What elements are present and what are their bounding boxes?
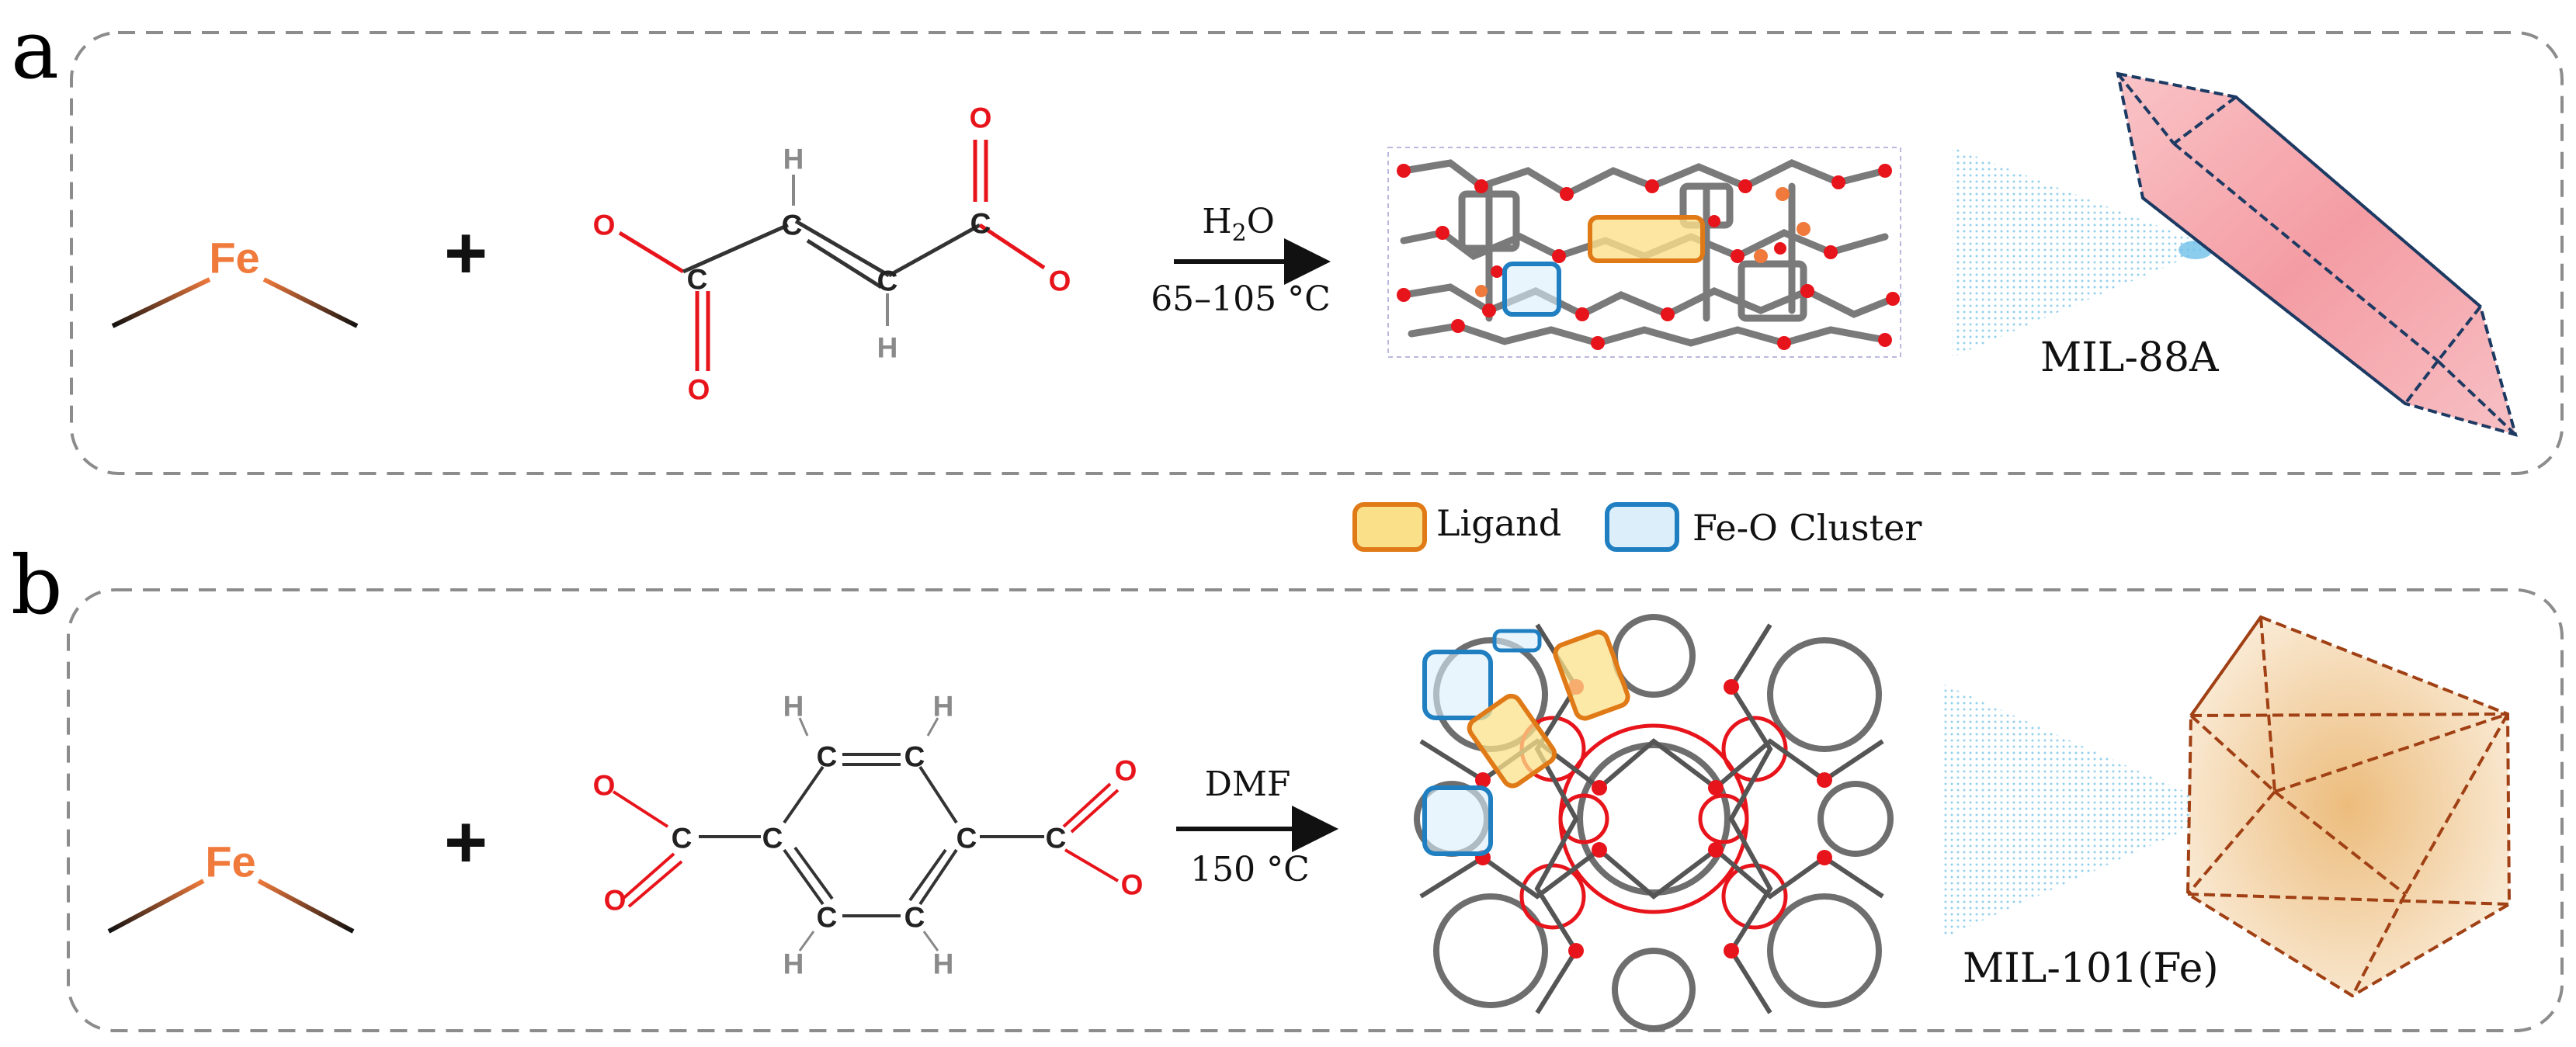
hydrogen-atom: H (783, 144, 804, 175)
ligand-legend-swatch (1352, 502, 1427, 552)
cluster-legend-label: Fe-O Cluster (1692, 507, 1922, 549)
ligand-highlight-box (1553, 629, 1630, 721)
carbon-atom: C (817, 902, 838, 934)
solvent-label-b: DMF (1205, 764, 1291, 804)
reaction-arrow-b: DMF 150 °C (1176, 764, 1338, 889)
fe-symbol-a: Fe (209, 234, 259, 283)
fumarate-ligand: O C O C H C H C O O (593, 102, 1071, 406)
mil88a-crystal-structure (1387, 147, 1901, 358)
cluster-highlight-box (1422, 785, 1493, 856)
mil101-crystal-model (2185, 615, 2512, 998)
ligand-highlight-box (1588, 215, 1705, 263)
cluster-highlight-box (1502, 262, 1561, 317)
reaction-arrow-a: H2O 65–105 °C (1151, 202, 1331, 319)
mil88a-crystal-model (2116, 71, 2518, 437)
plus-sign-b: + (444, 801, 488, 884)
fe-center-b: Fe (107, 722, 355, 934)
carbon-atom: C (877, 265, 898, 297)
panel-a-letter: a (11, 2, 59, 97)
oxygen-atom: O (1049, 265, 1071, 297)
ligand-legend-label: Ligand (1436, 502, 1561, 544)
mil101-crystal-structure (1414, 614, 1894, 1031)
panel-b: b Fe + (11, 538, 2564, 1032)
legend: Ligand Fe-O Cluster (1352, 502, 1922, 552)
oxygen-atom: O (593, 210, 616, 241)
mil88a-name: MIL-88A (2040, 335, 2220, 381)
carbon-atom: C (687, 264, 708, 296)
oxygen-atom: O (1115, 755, 1137, 787)
fe-center-a: Fe (111, 113, 359, 328)
oxygen-atom: O (970, 102, 992, 134)
hydrogen-atom: H (783, 691, 804, 723)
panel-b-frame (67, 588, 2564, 1032)
fe-symbol-b: Fe (205, 837, 255, 886)
panel-b-letter: b (11, 538, 63, 633)
mil101-name: MIL-101(Fe) (1963, 945, 2219, 992)
oxygen-atom: O (593, 770, 616, 802)
panel-a-frame (70, 31, 2564, 475)
plus-sign-a: + (444, 212, 488, 295)
terephthalate-ligand: O O C C C C C C C C O O H H H H (593, 691, 1144, 980)
cluster-legend-swatch (1605, 502, 1679, 552)
carbon-atom: C (782, 210, 803, 241)
oxygen-atom: O (604, 885, 627, 917)
hydrogen-atom: H (877, 332, 898, 364)
oxygen-atom: O (688, 374, 710, 406)
cluster-highlight-box (1422, 650, 1493, 720)
hydrogen-atom: H (933, 948, 954, 980)
temperature-label-a: 65–105 °C (1151, 279, 1331, 319)
hydrogen-atom: H (933, 691, 954, 723)
ligand-highlight-box (1467, 693, 1557, 789)
hydrogen-atom: H (783, 948, 804, 980)
carbon-atom: C (817, 741, 838, 773)
temperature-label-b: 150 °C (1190, 850, 1310, 889)
carbon-atom: C (970, 208, 991, 240)
oxygen-atom: O (1121, 869, 1144, 901)
carbon-atom: C (672, 823, 693, 855)
panel-a: a Fe + O C O C H (11, 2, 2564, 475)
solvent-label-a: H2O (1202, 202, 1275, 247)
carbon-atom: C (904, 902, 925, 934)
carbon-atom: C (956, 823, 977, 855)
cluster-highlight-box (1492, 629, 1542, 653)
carbon-atom: C (1046, 823, 1067, 855)
carbon-atom: C (904, 741, 925, 773)
carbon-atom: C (762, 823, 783, 855)
